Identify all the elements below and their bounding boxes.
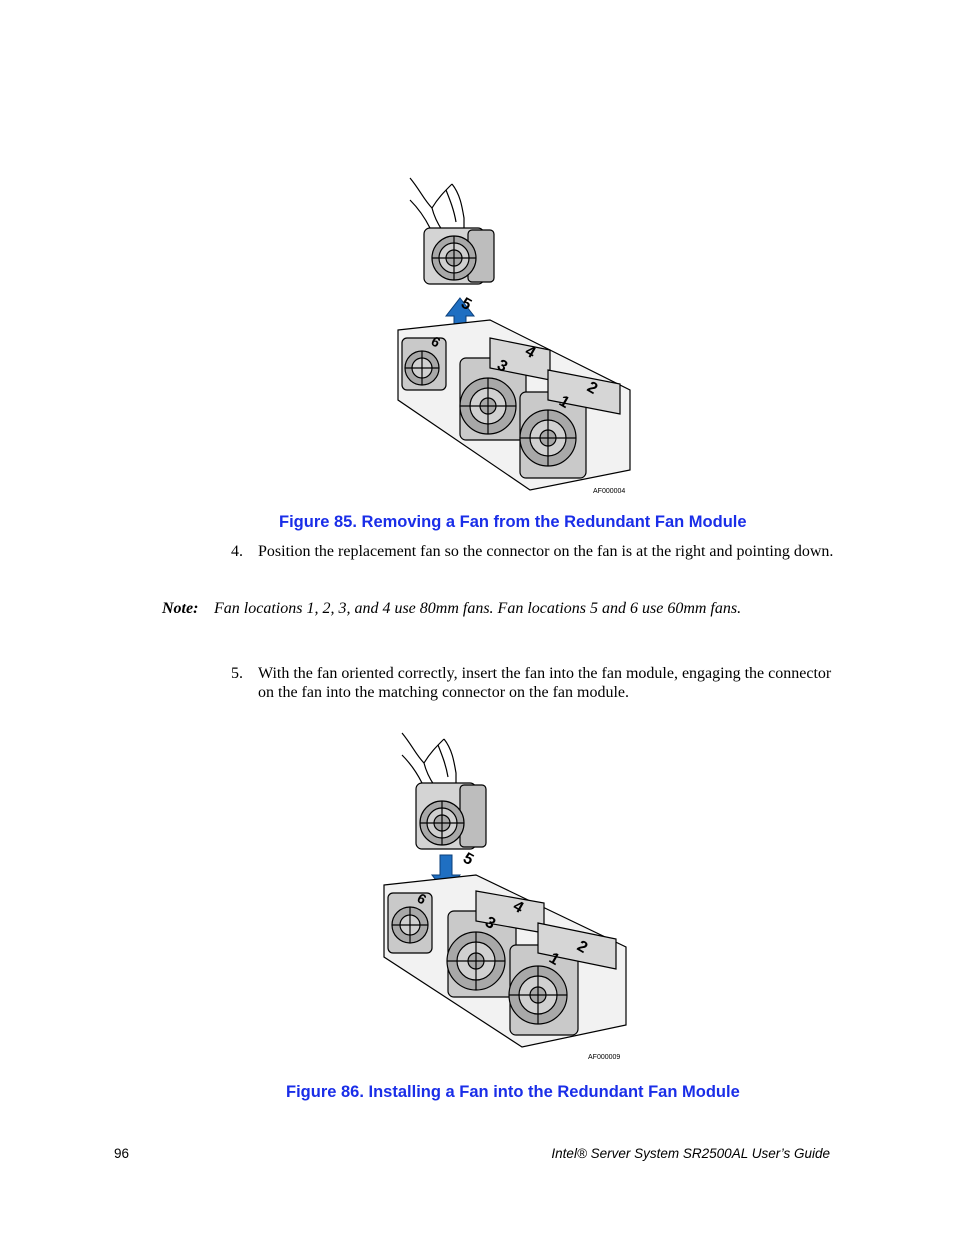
inserting-fan-icon: [415, 782, 487, 850]
fan-module-removal-drawing: 5 6 4 3 2 1: [397, 177, 631, 491]
step-4-text: Position the replacement fan so the conn…: [258, 543, 834, 560]
note-label: Note:: [162, 600, 199, 617]
figure-85-id-label: AF000004: [593, 488, 626, 495]
step-4-number: 4.: [231, 543, 243, 560]
fan-2-icon: [547, 369, 621, 415]
hand-icon: [409, 177, 465, 235]
hand-icon: [401, 732, 457, 790]
fan-2-icon: [537, 922, 617, 970]
fan-1-icon: [519, 391, 587, 479]
lifted-fan-icon: [423, 227, 495, 285]
figure-85-caption: Figure 85. Removing a Fan from the Redun…: [279, 513, 747, 531]
fan-1-icon: [508, 944, 579, 1036]
figure-85-illustration: 5 6 4 3 2 1: [380, 170, 640, 500]
step-5-number: 5.: [231, 665, 243, 682]
figure-86-caption: Figure 86. Installing a Fan into the Red…: [286, 1083, 740, 1101]
fan-6-icon: [387, 892, 433, 954]
document-title: Intel® Server System SR2500AL User’s Gui…: [551, 1146, 830, 1161]
fan-3-icon: [459, 357, 527, 441]
note-text: Fan locations 1, 2, 3, and 4 use 80mm fa…: [214, 600, 742, 617]
fan-6-icon: [401, 337, 447, 391]
figure-86-id-label: AF000009: [588, 1054, 621, 1061]
step-5-text: With the fan oriented correctly, insert …: [258, 665, 832, 701]
page-number: 96: [114, 1146, 130, 1161]
fan-3-icon: [446, 910, 517, 998]
figure-86-illustration: 5 6 4 3 2 1: [372, 725, 637, 1055]
fan-module-install-drawing: 5 6 4 3 2 1: [383, 732, 627, 1048]
fan-number-5: 5: [460, 850, 476, 869]
